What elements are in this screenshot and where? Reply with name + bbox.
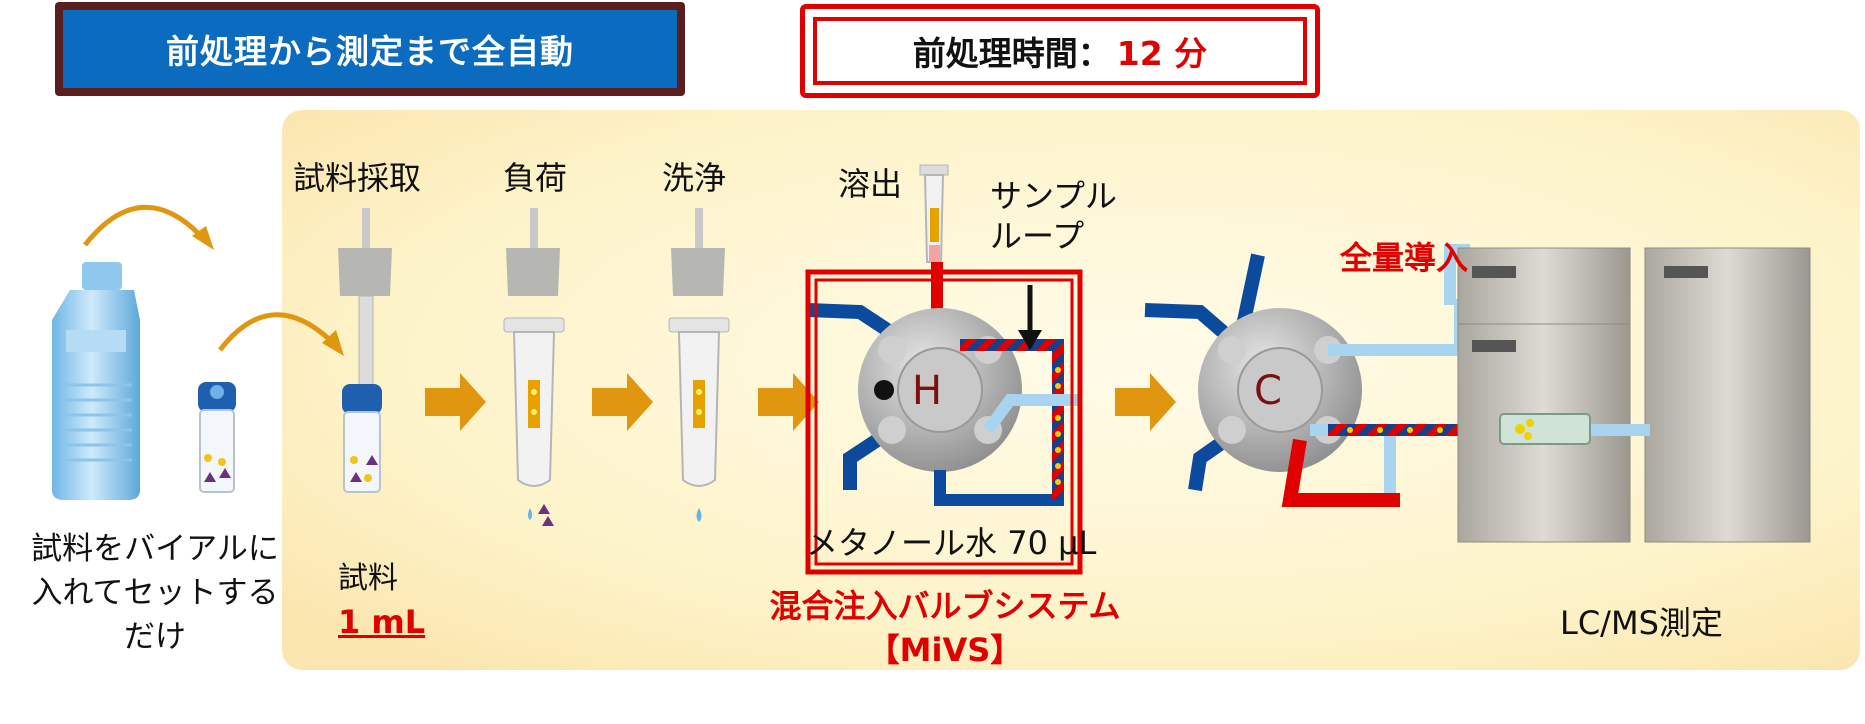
mivs-highlight-box bbox=[805, 269, 1083, 575]
sample-volume: 1 mL bbox=[338, 603, 426, 641]
arrow-right-icon bbox=[592, 373, 653, 431]
setup-label-3: だけ bbox=[124, 619, 186, 655]
curved-arrow-icon bbox=[218, 312, 344, 356]
mivs-label-1: 混合注入バルブシステム bbox=[769, 587, 1121, 625]
cartridge-icon bbox=[503, 208, 565, 526]
valve-h-label: H bbox=[912, 368, 943, 414]
total-injection-label: 全量導入 bbox=[1340, 239, 1469, 277]
time-label: 前処理時間： bbox=[912, 34, 1111, 73]
time-value: 12 分 bbox=[1116, 34, 1208, 73]
time-box: 前処理時間： 12 分 bbox=[800, 4, 1320, 98]
vial-icon bbox=[342, 384, 382, 493]
valve-c-label: C bbox=[1254, 368, 1282, 414]
valve-icon bbox=[807, 262, 1080, 506]
syringe-icon bbox=[919, 164, 949, 263]
bottle-icon bbox=[52, 262, 140, 500]
mivs-highlight-box-inner bbox=[814, 278, 1074, 566]
setup-label-1: 試料をバイアルに bbox=[31, 531, 279, 567]
lcms-label: LC/MS測定 bbox=[1560, 604, 1723, 642]
methanol-label: メタノール水 70 μL bbox=[806, 524, 1097, 562]
title-text: 前処理から測定まで全自動 bbox=[63, 10, 677, 88]
lcms-instrument-icon bbox=[1457, 247, 1811, 543]
sample-loop-label-2: ループ bbox=[990, 217, 1085, 255]
curved-arrow-icon bbox=[83, 204, 214, 250]
arrow-right-icon bbox=[1115, 373, 1176, 431]
syringe-icon bbox=[338, 208, 392, 397]
arrow-right-icon bbox=[425, 373, 486, 431]
vial-icon bbox=[198, 382, 236, 493]
step-label-washing: 洗浄 bbox=[662, 159, 727, 197]
step-label-elution: 溶出 bbox=[838, 165, 903, 203]
step-label-loading: 負荷 bbox=[503, 159, 568, 197]
arrow-right-icon bbox=[758, 373, 819, 431]
sample-label: 試料 bbox=[338, 561, 398, 596]
sample-loop-label-1: サンプル bbox=[990, 177, 1118, 215]
cartridge-icon bbox=[668, 208, 730, 522]
valve-icon bbox=[1144, 244, 1510, 507]
title-badge: 前処理から測定まで全自動 bbox=[55, 2, 685, 96]
mivs-label-2: 【MiVS】 bbox=[867, 631, 1023, 669]
step-label-sampling: 試料採取 bbox=[293, 159, 422, 197]
setup-label-2: 入れてセットする bbox=[31, 575, 279, 611]
